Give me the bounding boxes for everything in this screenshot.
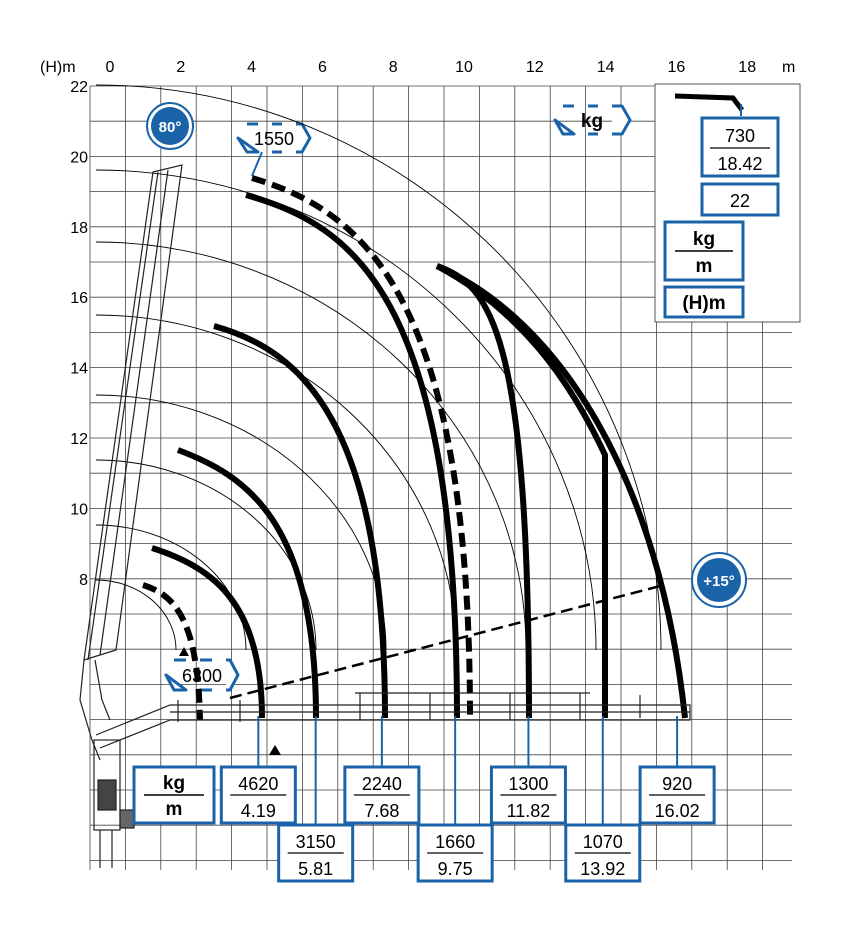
load-point-m: 11.82: [507, 801, 551, 821]
x-tick-label: 12: [526, 59, 544, 76]
crane-icon: [79, 164, 691, 868]
marker-triangle-icon: [269, 745, 281, 755]
marker-triangle-icon: [179, 647, 189, 656]
x-tick-label: 8: [389, 59, 398, 76]
reach-arc: [95, 169, 597, 651]
load-point-kg: 1660: [435, 832, 475, 852]
y-tick-label: 10: [70, 501, 88, 518]
load-point-kg: 4620: [238, 774, 278, 794]
load-point-kg: 1300: [508, 774, 548, 794]
legend-kg-unit: kg: [693, 229, 715, 250]
x-tick-label: 14: [597, 59, 615, 76]
x-tick-label: 10: [455, 59, 473, 76]
load-curve: [245, 192, 460, 719]
boom-tip-icon: [674, 93, 744, 112]
hex-kg-label: kg: [553, 104, 632, 136]
load-curve: [176, 447, 319, 719]
legend-panel: 730 18.42 22 kg m (H)m: [654, 83, 801, 323]
y-tick-labels: 22 20 18 16 14 12 10 8: [70, 79, 88, 589]
x-tick-label: 16: [668, 59, 686, 76]
y-tick-label: 20: [70, 149, 88, 166]
slew-15-line: [229, 583, 665, 700]
load-curve: [435, 263, 532, 719]
x-tick-label: 4: [247, 59, 256, 76]
legend-height: 22: [730, 191, 750, 211]
load-point-kg: 1070: [583, 832, 623, 852]
load-point-kg: 920: [662, 774, 692, 794]
load-point-m: 5.81: [298, 859, 333, 879]
svg-text:m: m: [166, 799, 183, 820]
load-curve: [213, 323, 388, 719]
reach-arc: [95, 459, 317, 651]
load-curve: [251, 175, 473, 719]
x-tick-label: 6: [318, 59, 327, 76]
load-curves: [142, 175, 688, 721]
legend-hm-unit: (H)m: [682, 293, 725, 314]
svg-text:+15°: +15°: [703, 573, 734, 590]
y-axis-unit: (H)m: [40, 59, 76, 76]
bottom-unit-legend: kg m: [132, 765, 216, 825]
load-point-boxes: 4620 4.19 3150 5.81 2240 7.68 1660 9.75 1300 11.8…: [219, 716, 716, 883]
y-tick-label: 16: [70, 290, 88, 307]
x-axis-unit: m: [782, 59, 795, 76]
angle-15-badge: +15°: [691, 552, 747, 608]
reach-arc: [95, 241, 527, 651]
svg-text:kg: kg: [163, 773, 185, 794]
x-tick-labels: 0 2 4 6 8 10 12 14 16 18: [106, 59, 757, 76]
svg-text:1550: 1550: [254, 129, 294, 149]
legend-m-unit: m: [696, 256, 713, 277]
load-point-m: 7.68: [364, 801, 399, 821]
legend-load: 730: [725, 126, 755, 146]
load-curve: [151, 545, 265, 719]
y-tick-label: 12: [70, 431, 88, 448]
load-point-m: 4.19: [241, 801, 276, 821]
load-point-m: 13.92: [580, 859, 625, 879]
load-curve: [142, 582, 203, 721]
hex-top-load-label: 1550: [236, 122, 312, 177]
load-point-m: 16.02: [655, 801, 700, 821]
svg-text:kg: kg: [581, 111, 603, 132]
load-point-kg: 3150: [296, 832, 336, 852]
x-tick-label: 2: [176, 59, 185, 76]
load-curve: [435, 263, 688, 719]
reach-arc: [95, 84, 662, 651]
y-tick-label: 14: [70, 361, 88, 378]
x-tick-label: 0: [106, 59, 115, 76]
svg-text:80°: 80°: [159, 119, 182, 136]
angle-80-badge: 80°: [146, 102, 194, 150]
reach-arc: [95, 314, 457, 651]
reach-arc: [95, 579, 177, 651]
load-point-m: 9.75: [438, 859, 473, 879]
x-tick-label: 18: [738, 59, 756, 76]
y-tick-label: 22: [70, 79, 88, 96]
y-tick-label: 18: [70, 220, 88, 237]
legend-reach: 18.42: [717, 154, 762, 174]
load-point-kg: 2240: [362, 774, 402, 794]
y-tick-label: 8: [79, 572, 88, 589]
hex-near-load-label: 6300: [164, 658, 240, 692]
svg-text:6300: 6300: [182, 666, 222, 686]
